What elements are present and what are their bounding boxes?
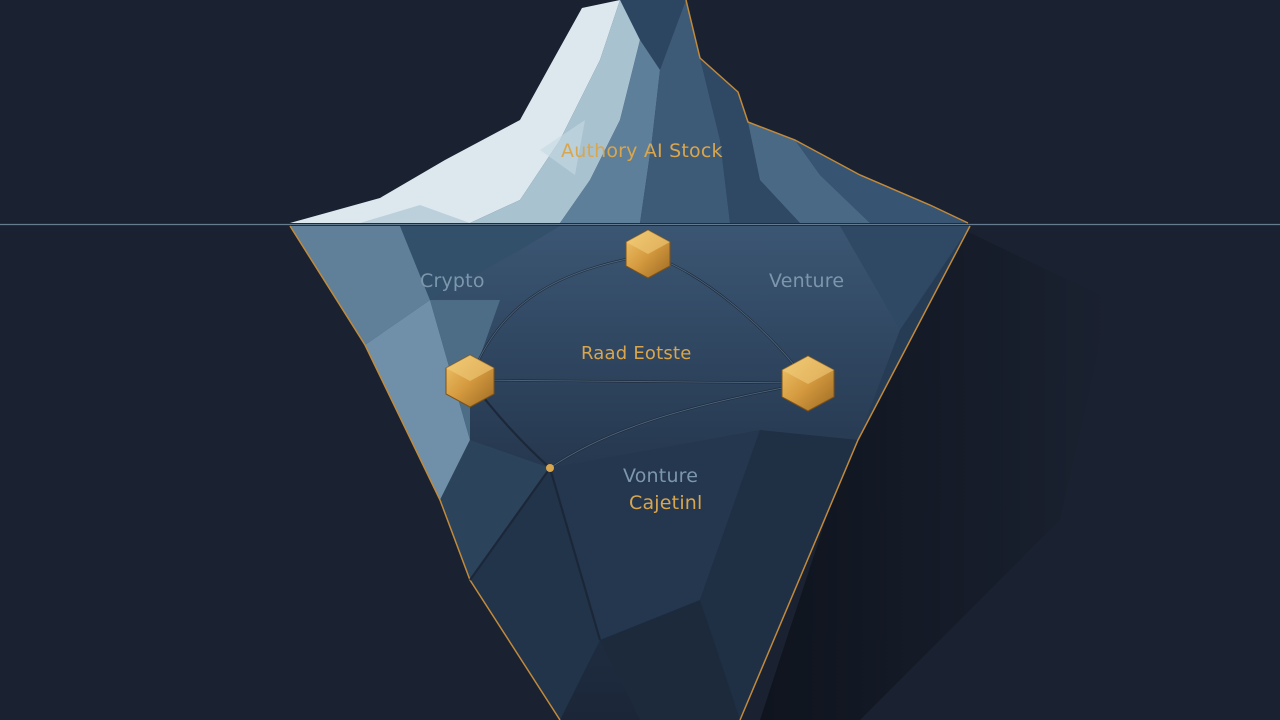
- gold-dot-node: [546, 464, 554, 472]
- gold-hexagon-node-left: [445, 354, 495, 408]
- label-above-water: Authory AI Stock: [561, 140, 723, 162]
- iceberg-shadow: [760, 228, 1110, 720]
- iceberg-underwater: [289, 225, 971, 720]
- iceberg-tip: [290, 0, 969, 224]
- label-venture-capital-line1: Vonture: [623, 465, 699, 487]
- label-venture: Venture: [769, 270, 845, 292]
- label-venture-capital-line2: Cajetinl: [629, 492, 703, 514]
- label-crypto: Crypto: [420, 270, 485, 292]
- label-real-estate: Raad Eotste: [581, 343, 692, 364]
- gold-hexagon-node-top: [625, 229, 671, 279]
- gold-hexagon-node-right: [781, 355, 835, 412]
